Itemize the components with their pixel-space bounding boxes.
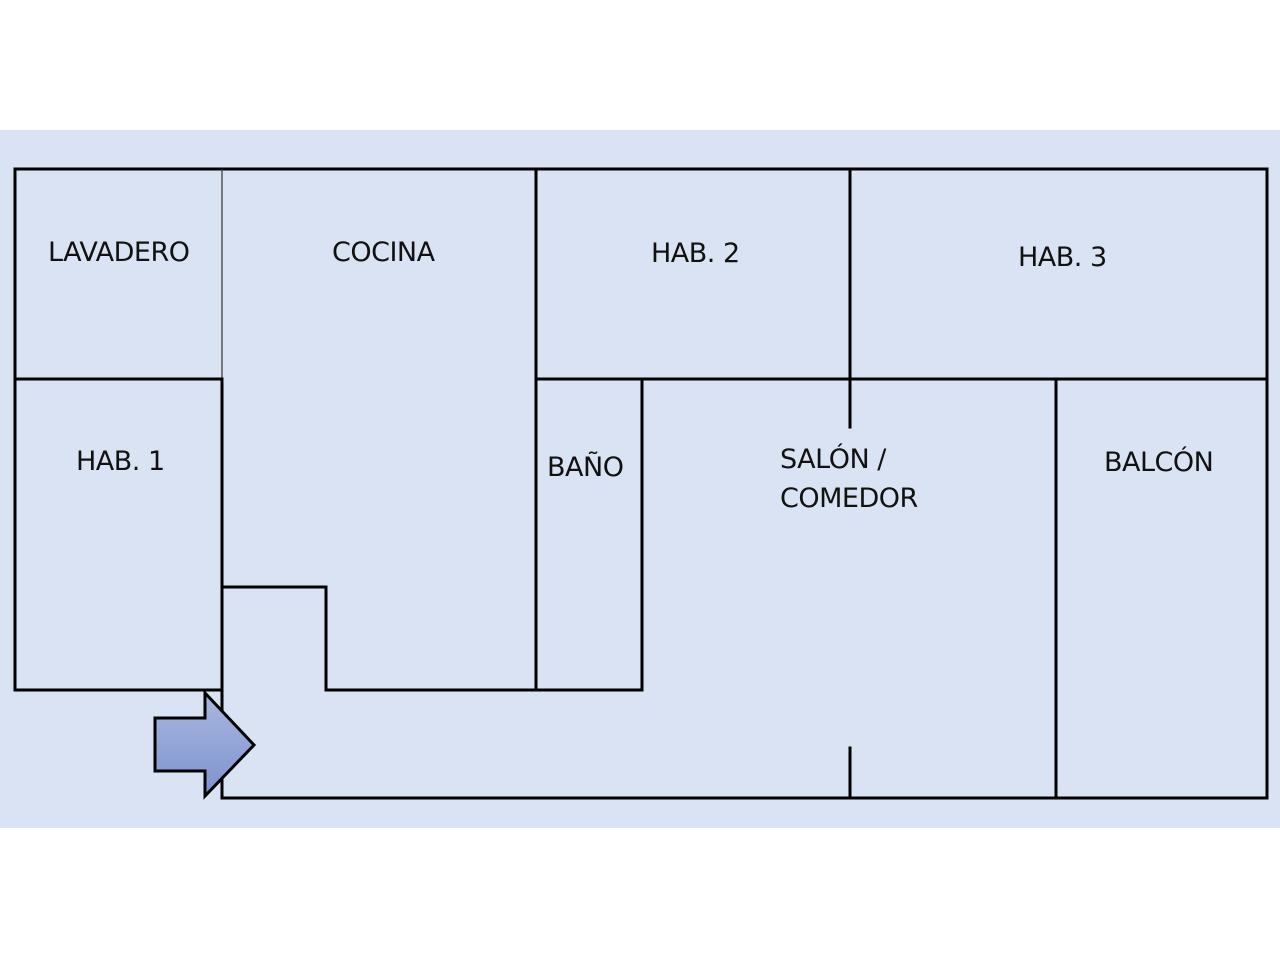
- room-label-lavadero: LAVADERO: [48, 237, 190, 268]
- wall-cocina-bottom: [220, 585, 644, 692]
- room-label-cocina: COCINA: [332, 237, 435, 268]
- room-label-balcon: BALCÓN: [1104, 447, 1214, 478]
- room-label-bano: BAÑO: [547, 452, 624, 483]
- room-label-salon: SALÓN /: [780, 444, 886, 475]
- room-label-comedor: COMEDOR: [780, 483, 918, 514]
- room-label-hab1: HAB. 1: [76, 446, 165, 477]
- room-label-hab3: HAB. 3: [1018, 242, 1107, 273]
- entrance-arrow-icon: [153, 689, 257, 800]
- room-label-hab2: HAB. 2: [651, 238, 740, 269]
